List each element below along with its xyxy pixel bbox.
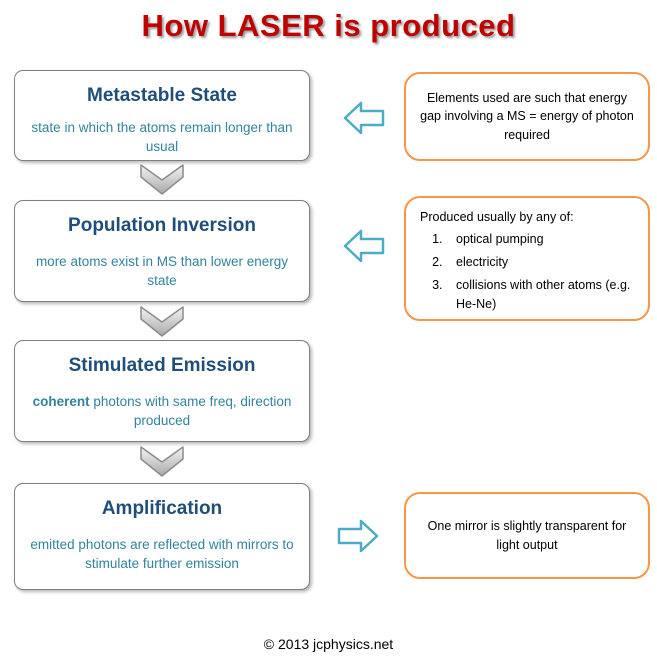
step-heading: Metastable State bbox=[87, 85, 237, 106]
step-body-rest: photons with same freq, direction produc… bbox=[89, 394, 292, 428]
copyright-text: © 2013 jcphysics.net bbox=[263, 636, 394, 652]
left-arrow-icon bbox=[342, 227, 386, 265]
step-box-amplification: Amplification emitted photons are reflec… bbox=[14, 483, 310, 590]
note-text: One mirror is slightly transparent for l… bbox=[427, 519, 627, 552]
step-heading: Population Inversion bbox=[68, 215, 256, 236]
note-intro: Produced usually by any of: bbox=[420, 210, 574, 224]
step-box-metastable-state: Metastable State state in which the atom… bbox=[14, 70, 310, 161]
down-chevron-icon bbox=[139, 305, 185, 339]
step-body: state in which the atoms remain longer t… bbox=[31, 120, 293, 154]
step-box-stimulated-emission: Stimulated Emission coherent photons wit… bbox=[14, 340, 310, 442]
note-list-item: collisions with other atoms (e.g. He-Ne) bbox=[446, 276, 634, 312]
note-box-amplification: One mirror is slightly transparent for l… bbox=[404, 492, 650, 579]
note-text: Elements used are such that energy gap i… bbox=[420, 91, 634, 142]
right-arrow-icon bbox=[336, 517, 380, 555]
step-box-population-inversion: Population Inversion more atoms exist in… bbox=[14, 200, 310, 302]
note-list: optical pumping electricity collisions w… bbox=[420, 230, 634, 313]
step-body: coherent photons with same freq, directi… bbox=[29, 393, 295, 431]
note-list-item: electricity bbox=[446, 253, 634, 271]
left-arrow-icon bbox=[342, 99, 386, 137]
note-box-metastable: Elements used are such that energy gap i… bbox=[404, 72, 650, 161]
down-chevron-icon bbox=[139, 445, 185, 479]
page-title: How LASER is produced bbox=[141, 8, 516, 43]
note-list-item: optical pumping bbox=[446, 230, 634, 248]
down-chevron-icon bbox=[139, 163, 185, 197]
step-heading: Stimulated Emission bbox=[68, 355, 256, 376]
note-box-population-inversion: Produced usually by any of: optical pump… bbox=[404, 196, 650, 321]
step-body-emphasis: coherent bbox=[32, 394, 90, 409]
step-heading: Amplification bbox=[101, 498, 223, 519]
step-body: more atoms exist in MS than lower energy… bbox=[35, 254, 289, 288]
step-body: emitted photons are reflected with mirro… bbox=[30, 537, 294, 571]
